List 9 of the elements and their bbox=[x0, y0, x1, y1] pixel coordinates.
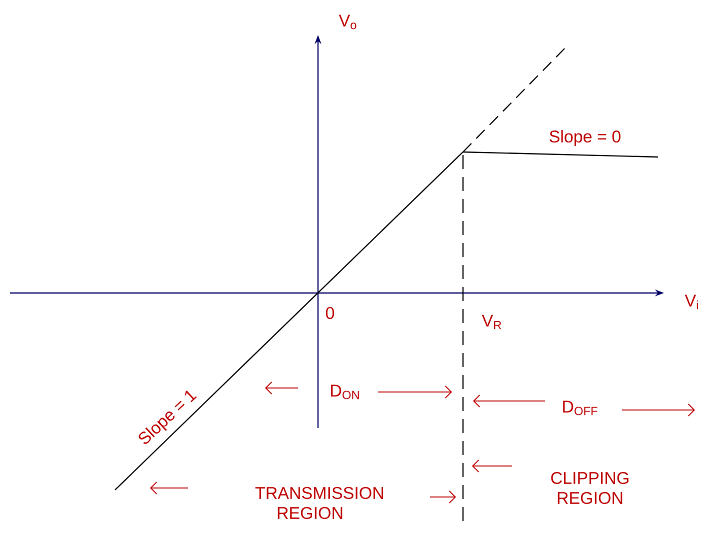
origin-label: 0 bbox=[326, 306, 334, 319]
slope-label: Slope = 0 bbox=[550, 130, 620, 146]
diode-state-label: D$_{ON}$ bbox=[331, 384, 359, 400]
region-label: CLIPPING REGION bbox=[551, 472, 628, 504]
diode-state-label: D$_{OFF}$ bbox=[563, 400, 598, 416]
threshold-label: V$_{R}$ bbox=[482, 314, 502, 330]
region-label: TRANSMISSION REGION bbox=[255, 486, 384, 519]
axis-label: V$_{i}$ bbox=[684, 294, 698, 310]
axis-label: V$_{o}$ bbox=[338, 14, 356, 30]
